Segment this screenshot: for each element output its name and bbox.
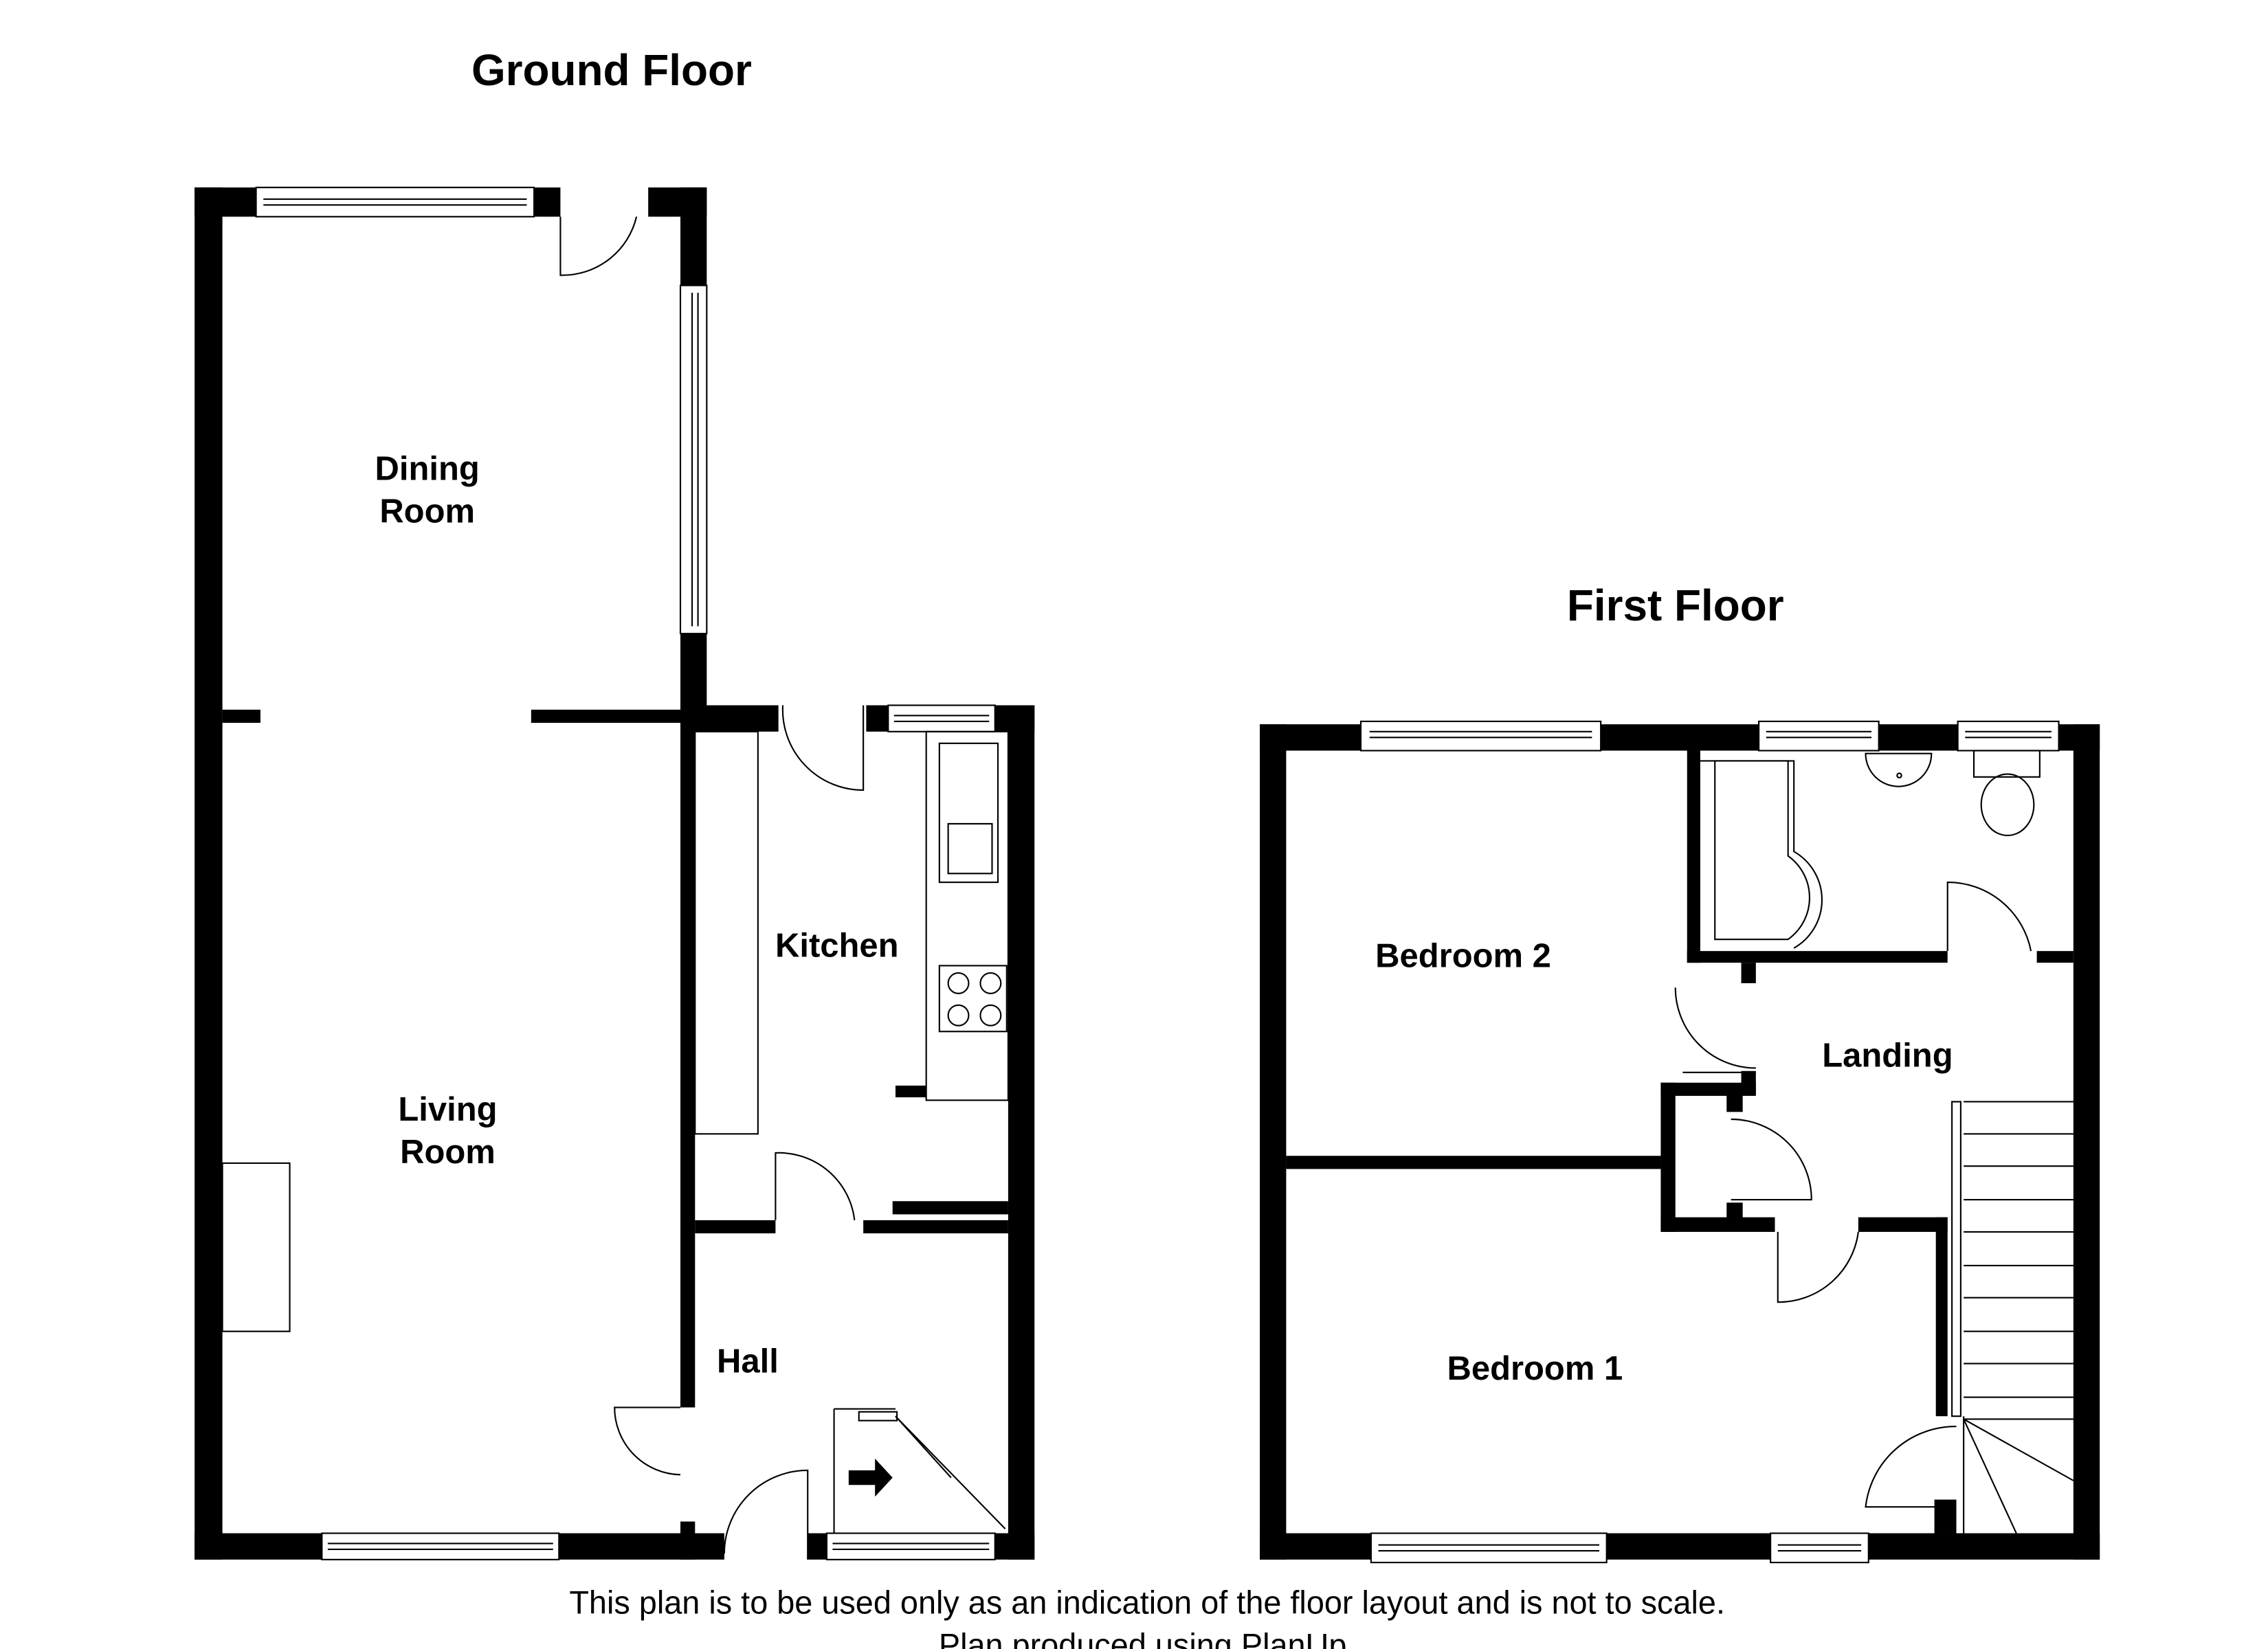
arrow-icon: [848, 1458, 893, 1497]
door-swing: [559, 216, 638, 276]
door-swing: [1777, 1231, 1859, 1303]
window: [1370, 1532, 1608, 1564]
room-label-landing: Landing: [1822, 1037, 1953, 1074]
window: [255, 186, 535, 218]
door-swing: [723, 1469, 809, 1560]
hob-icon: [938, 965, 1008, 1033]
room-label-dining: Room: [379, 493, 475, 530]
room-label-kitchen: Kitchen: [775, 928, 899, 965]
worktop: [925, 730, 1009, 1101]
basin-icon: [1865, 752, 1933, 787]
room-label-living: Living: [398, 1091, 497, 1128]
door-swing: [1674, 987, 1756, 1069]
stairs-icon: [833, 1408, 1006, 1534]
window: [679, 284, 708, 635]
window: [1359, 720, 1602, 752]
toilet-icon: [1973, 750, 2041, 837]
room-label-hall: Hall: [717, 1343, 779, 1380]
door-swing: [1865, 1426, 1957, 1508]
credit-text: Plan produced using PlanUp.: [939, 1627, 1356, 1649]
disclaimer-text: This plan is to be used only as an indic…: [569, 1585, 1725, 1621]
door-swing: [1946, 882, 2032, 952]
room-label-bedroom-2: Bedroom 2: [1375, 938, 1551, 975]
window: [1758, 720, 1880, 752]
ground-floor-plan: Dining Room Kitchen Living Room Hall: [194, 186, 1035, 1560]
first-floor-title: First Floor: [1567, 581, 1784, 630]
first-floor-plan: Bedroom 2 Landing Bedroom 1: [1260, 720, 2100, 1564]
staircase: [1951, 1101, 2074, 1534]
room-label-dining: Dining: [375, 451, 480, 488]
ground-floor-title: Ground Floor: [471, 45, 752, 95]
window: [887, 704, 996, 732]
door-swing: [1731, 1118, 1812, 1201]
worktop: [694, 730, 759, 1135]
window: [1770, 1532, 1869, 1564]
front-door-swing: [614, 1406, 681, 1476]
window: [1957, 720, 2060, 752]
fireplace: [221, 1162, 291, 1332]
bath-icon: [1714, 760, 1811, 941]
door-swing: [781, 705, 865, 792]
room-label-living: Room: [400, 1134, 496, 1171]
window: [825, 1532, 996, 1560]
room-label-bedroom-1: Bedroom 1: [1447, 1350, 1623, 1387]
window: [321, 1532, 560, 1560]
sink-icon: [938, 742, 999, 884]
door-swing: [775, 1152, 856, 1221]
